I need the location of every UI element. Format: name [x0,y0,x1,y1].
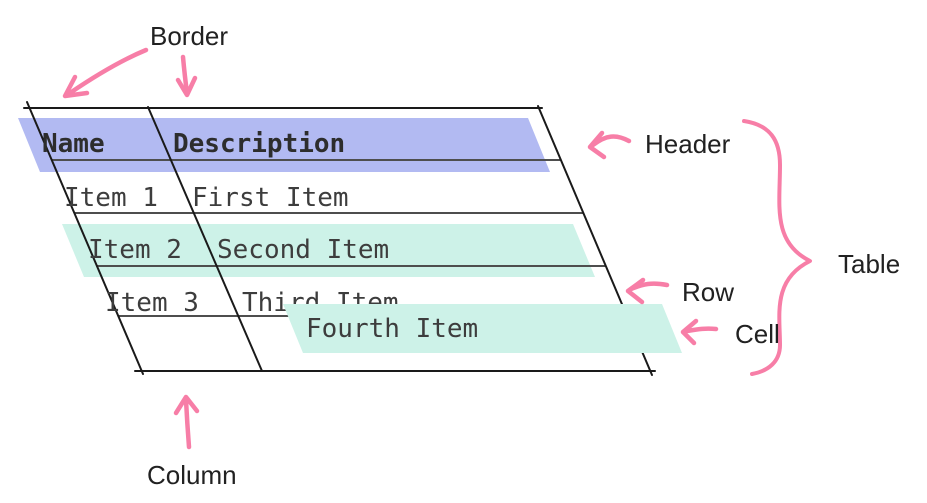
table-brace-icon [742,119,812,376]
header-cell-name: Name [42,129,105,159]
cell-item-3: Item 3 [105,288,199,318]
border-arrow-long-icon [62,47,149,99]
cell-item-2: Item 2 [88,235,182,265]
cell-highlight [283,304,682,353]
header-highlight [18,118,550,172]
label-cell: Cell [735,319,780,349]
label-header: Header [645,129,731,159]
annotation-arrows [62,47,812,450]
row-arrow-icon [625,277,670,305]
table-left-border [26,101,144,375]
row-highlight [62,224,595,277]
cell-item-1: Item 1 [64,183,158,213]
column-divider [147,106,263,372]
cell-second-item: Second Item [217,235,389,265]
column-arrow-icon [173,394,200,450]
cell-arrow-icon [680,318,719,346]
cell-first-item: First Item [192,183,349,213]
header-arrow-icon [587,130,632,160]
cell-fourth-item: Fourth Item [306,314,478,344]
header-cell-description: Description [173,129,345,159]
label-column: Column [147,460,237,490]
border-arrow-short-icon [175,54,198,98]
label-row: Row [682,277,734,307]
label-border: Border [150,21,228,51]
label-table: Table [838,249,900,279]
